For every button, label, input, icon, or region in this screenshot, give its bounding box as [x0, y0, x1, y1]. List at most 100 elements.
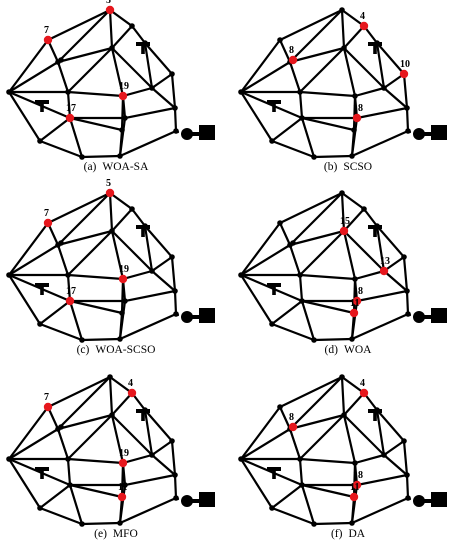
- pipe-edge: [143, 224, 154, 273]
- junction-node: [117, 520, 123, 526]
- pipe-edge: [350, 496, 410, 525]
- node-label: 4: [360, 378, 365, 389]
- pump-icon: [413, 492, 447, 507]
- pipe-edge: [110, 413, 154, 457]
- valve-icon-bar: [267, 467, 281, 471]
- junction-node: [117, 153, 123, 159]
- pipe-edge: [121, 86, 154, 98]
- junction-node: [149, 452, 155, 458]
- node-label: 11: [350, 482, 359, 493]
- pump-icon-tank: [199, 125, 215, 140]
- pipe-edge: [150, 255, 174, 273]
- pipe-edge: [298, 229, 346, 277]
- pipe-edge: [66, 273, 72, 303]
- pipe-edge: [66, 90, 125, 98]
- selected-junction-node: [65, 113, 75, 123]
- valve-icon-stem: [40, 470, 44, 479]
- pipe-edge: [108, 375, 134, 395]
- pipe-edge: [278, 221, 292, 247]
- junction-node: [290, 240, 296, 246]
- node-label: 13: [380, 256, 390, 267]
- pipe-edge: [239, 405, 282, 461]
- pipe-edge: [118, 483, 127, 525]
- pipe-edge: [298, 90, 304, 120]
- valve-icon-bar: [267, 283, 281, 287]
- pipe-edge: [300, 299, 316, 342]
- junction-node: [352, 460, 358, 466]
- pipe-edge: [355, 289, 409, 303]
- panel-tag: (d): [324, 344, 338, 356]
- junction-node: [297, 456, 303, 462]
- selected-junction-node: [105, 5, 115, 15]
- junction-node: [277, 37, 283, 43]
- pipe-edge: [66, 46, 114, 94]
- pipe-edge: [340, 8, 366, 28]
- junction-node: [339, 190, 345, 196]
- panel-algorithm-name: WOA-SCSO: [95, 344, 156, 356]
- pipe-edge: [7, 90, 72, 120]
- pipe-edge: [130, 24, 147, 45]
- pipe-edge: [239, 427, 292, 461]
- pipe-edge: [340, 375, 346, 417]
- node-label: 5: [106, 0, 111, 6]
- junction-node: [109, 412, 115, 418]
- pump-icon: [181, 125, 215, 140]
- junction-node: [405, 495, 411, 501]
- pipe-edge: [300, 116, 316, 159]
- pipe-edge: [143, 408, 174, 443]
- pump-icon-tank: [199, 492, 215, 507]
- junction-node: [341, 45, 347, 51]
- node-label: 5: [106, 178, 111, 189]
- pump-icon-pipe: [190, 132, 199, 136]
- junction-node: [37, 505, 43, 511]
- pipe-edge: [375, 41, 386, 90]
- pipe-edge: [66, 273, 125, 281]
- pipe-edge: [239, 243, 292, 277]
- pipe-edge: [340, 375, 366, 395]
- junction-node: [58, 57, 64, 63]
- junction-node: [109, 228, 115, 234]
- junction-node: [381, 85, 387, 91]
- junction-node: [173, 311, 179, 317]
- pipe-edge: [7, 221, 50, 277]
- pipe-edge: [56, 229, 114, 247]
- junction-node: [142, 407, 148, 413]
- pipe-edge: [288, 243, 302, 277]
- pipe-edge: [150, 439, 174, 457]
- pipe-edge: [7, 38, 50, 94]
- junction-node: [79, 154, 85, 160]
- junction-node: [277, 220, 283, 226]
- selected-junction-node: [43, 218, 53, 228]
- pipe-edge: [46, 8, 112, 42]
- valve-icon: [35, 283, 49, 295]
- selected-junction-node: [118, 274, 128, 284]
- junction-node: [404, 288, 410, 294]
- pipe-edge: [402, 255, 409, 293]
- junction-node: [107, 374, 113, 380]
- junction-node: [172, 288, 178, 294]
- pipe-edge: [110, 413, 125, 465]
- selected-junction-node: [399, 69, 409, 79]
- pipe-edge: [110, 391, 134, 417]
- panel-tag: (a): [83, 161, 97, 173]
- pipe-edge: [7, 457, 72, 487]
- junction-node: [269, 505, 275, 511]
- pipe-edge: [298, 46, 346, 94]
- node-label: 11: [350, 298, 359, 309]
- valve-icon-stem: [40, 103, 44, 112]
- junction-node: [374, 40, 380, 46]
- pipe-edge: [300, 483, 356, 499]
- pipe-edge: [68, 116, 124, 132]
- valve-icon: [267, 100, 281, 112]
- junction-node: [269, 321, 275, 327]
- pipe-edge: [300, 116, 356, 132]
- panel-caption: (b)SCSO: [232, 161, 463, 173]
- pump-icon-body: [413, 311, 425, 323]
- pipe-edge: [110, 207, 134, 233]
